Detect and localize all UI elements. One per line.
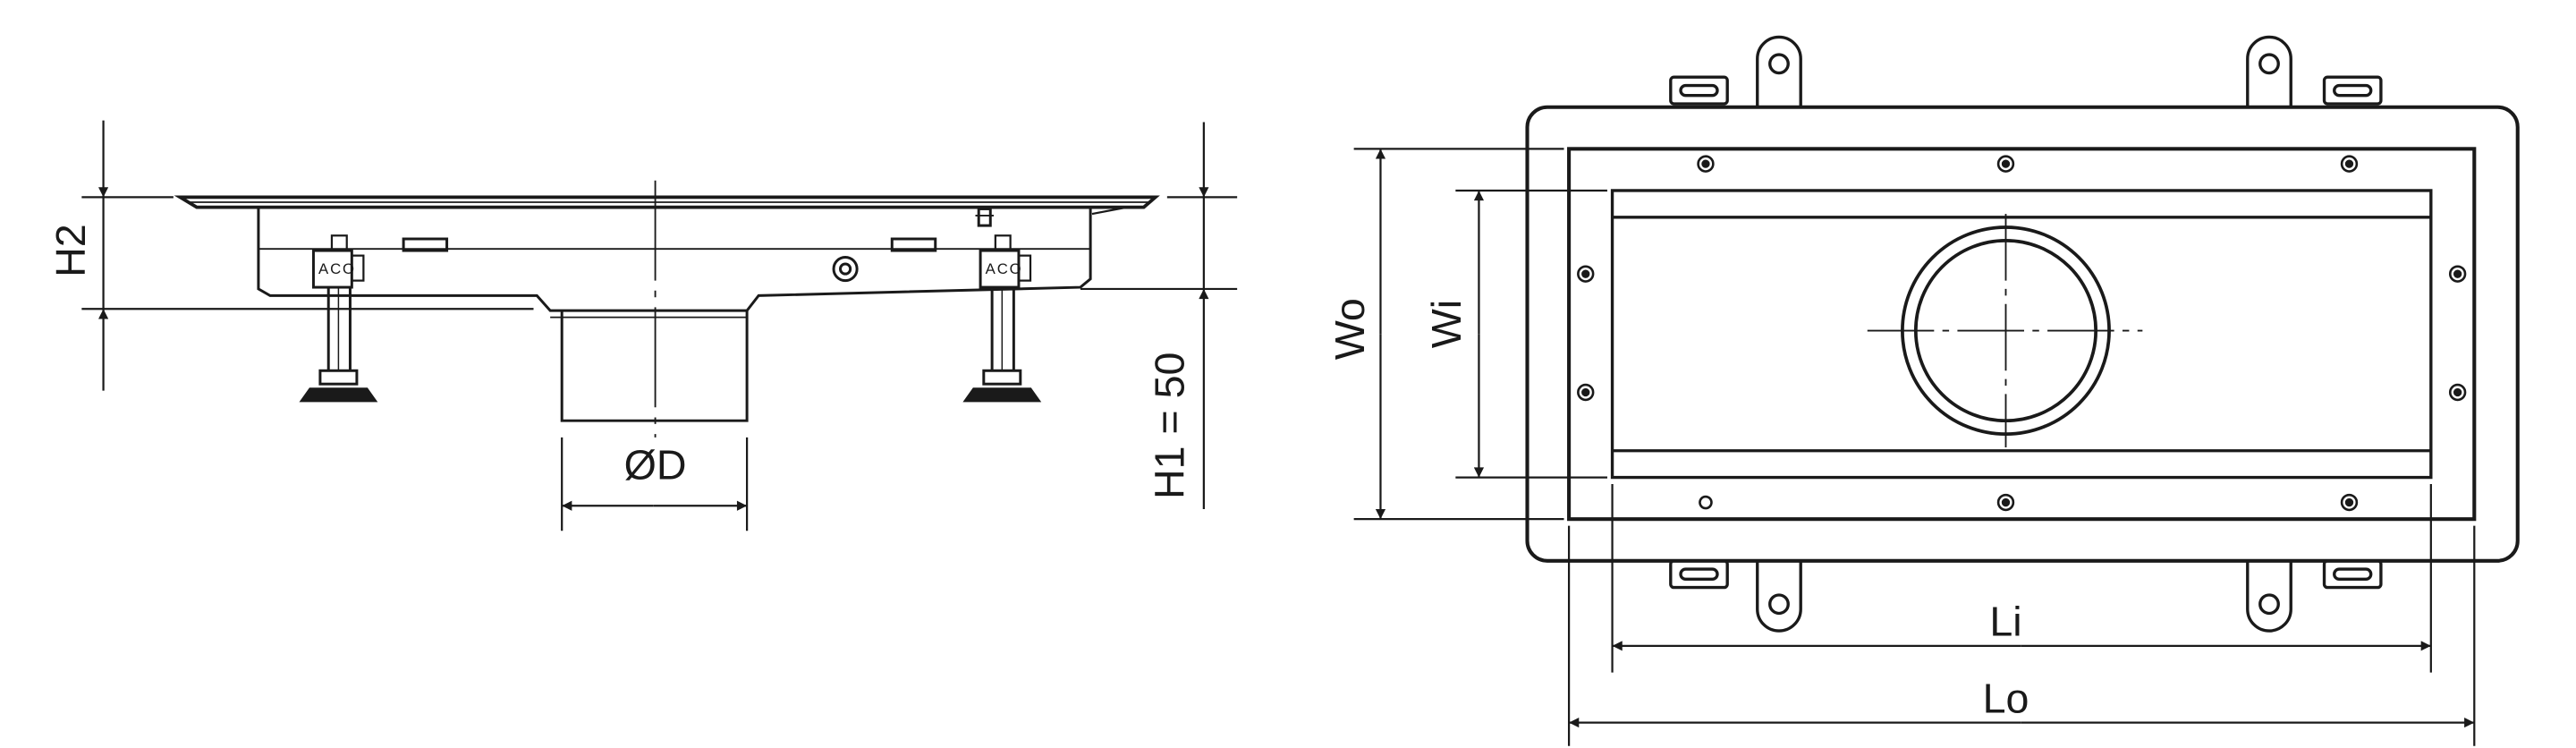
- channel-body: [250, 206, 1101, 312]
- label-h2: H2: [47, 224, 94, 277]
- top-view: [1353, 35, 2520, 746]
- slot-left: [402, 237, 449, 252]
- side-screw: [832, 256, 859, 283]
- grating-plate: [174, 195, 1160, 209]
- top-lugs: [1669, 35, 2383, 107]
- top-pin: [977, 207, 992, 227]
- dimension-h1: [1080, 122, 1238, 509]
- dimension-wi: [1455, 189, 1607, 479]
- slot-right: [890, 237, 937, 252]
- foot-right: [962, 234, 1042, 403]
- aco-badge-left: ACO: [318, 260, 356, 277]
- inner-channel: [1610, 189, 2433, 480]
- label-lo: Lo: [1983, 675, 2029, 721]
- side-view: [81, 120, 1238, 531]
- foot-left: [299, 234, 378, 403]
- dimension-od: [561, 437, 749, 531]
- outer-flange: [1525, 105, 2520, 563]
- label-wi: Wi: [1423, 300, 1470, 348]
- frame-bolts: [1577, 155, 2467, 512]
- label-od: ØD: [624, 441, 687, 488]
- label-li: Li: [1989, 599, 2021, 645]
- outer-frame: [1567, 147, 2477, 522]
- dimension-li: [1611, 484, 2432, 673]
- bottom-lugs: [1669, 559, 2383, 633]
- label-h1: H1 = 50: [1146, 353, 1192, 499]
- dimension-h2: [81, 120, 534, 391]
- aco-badge-right: ACO: [986, 260, 1023, 277]
- dimension-wo: [1353, 148, 1564, 521]
- dimension-lo: [1567, 525, 2476, 746]
- label-wo: Wo: [1326, 298, 1373, 360]
